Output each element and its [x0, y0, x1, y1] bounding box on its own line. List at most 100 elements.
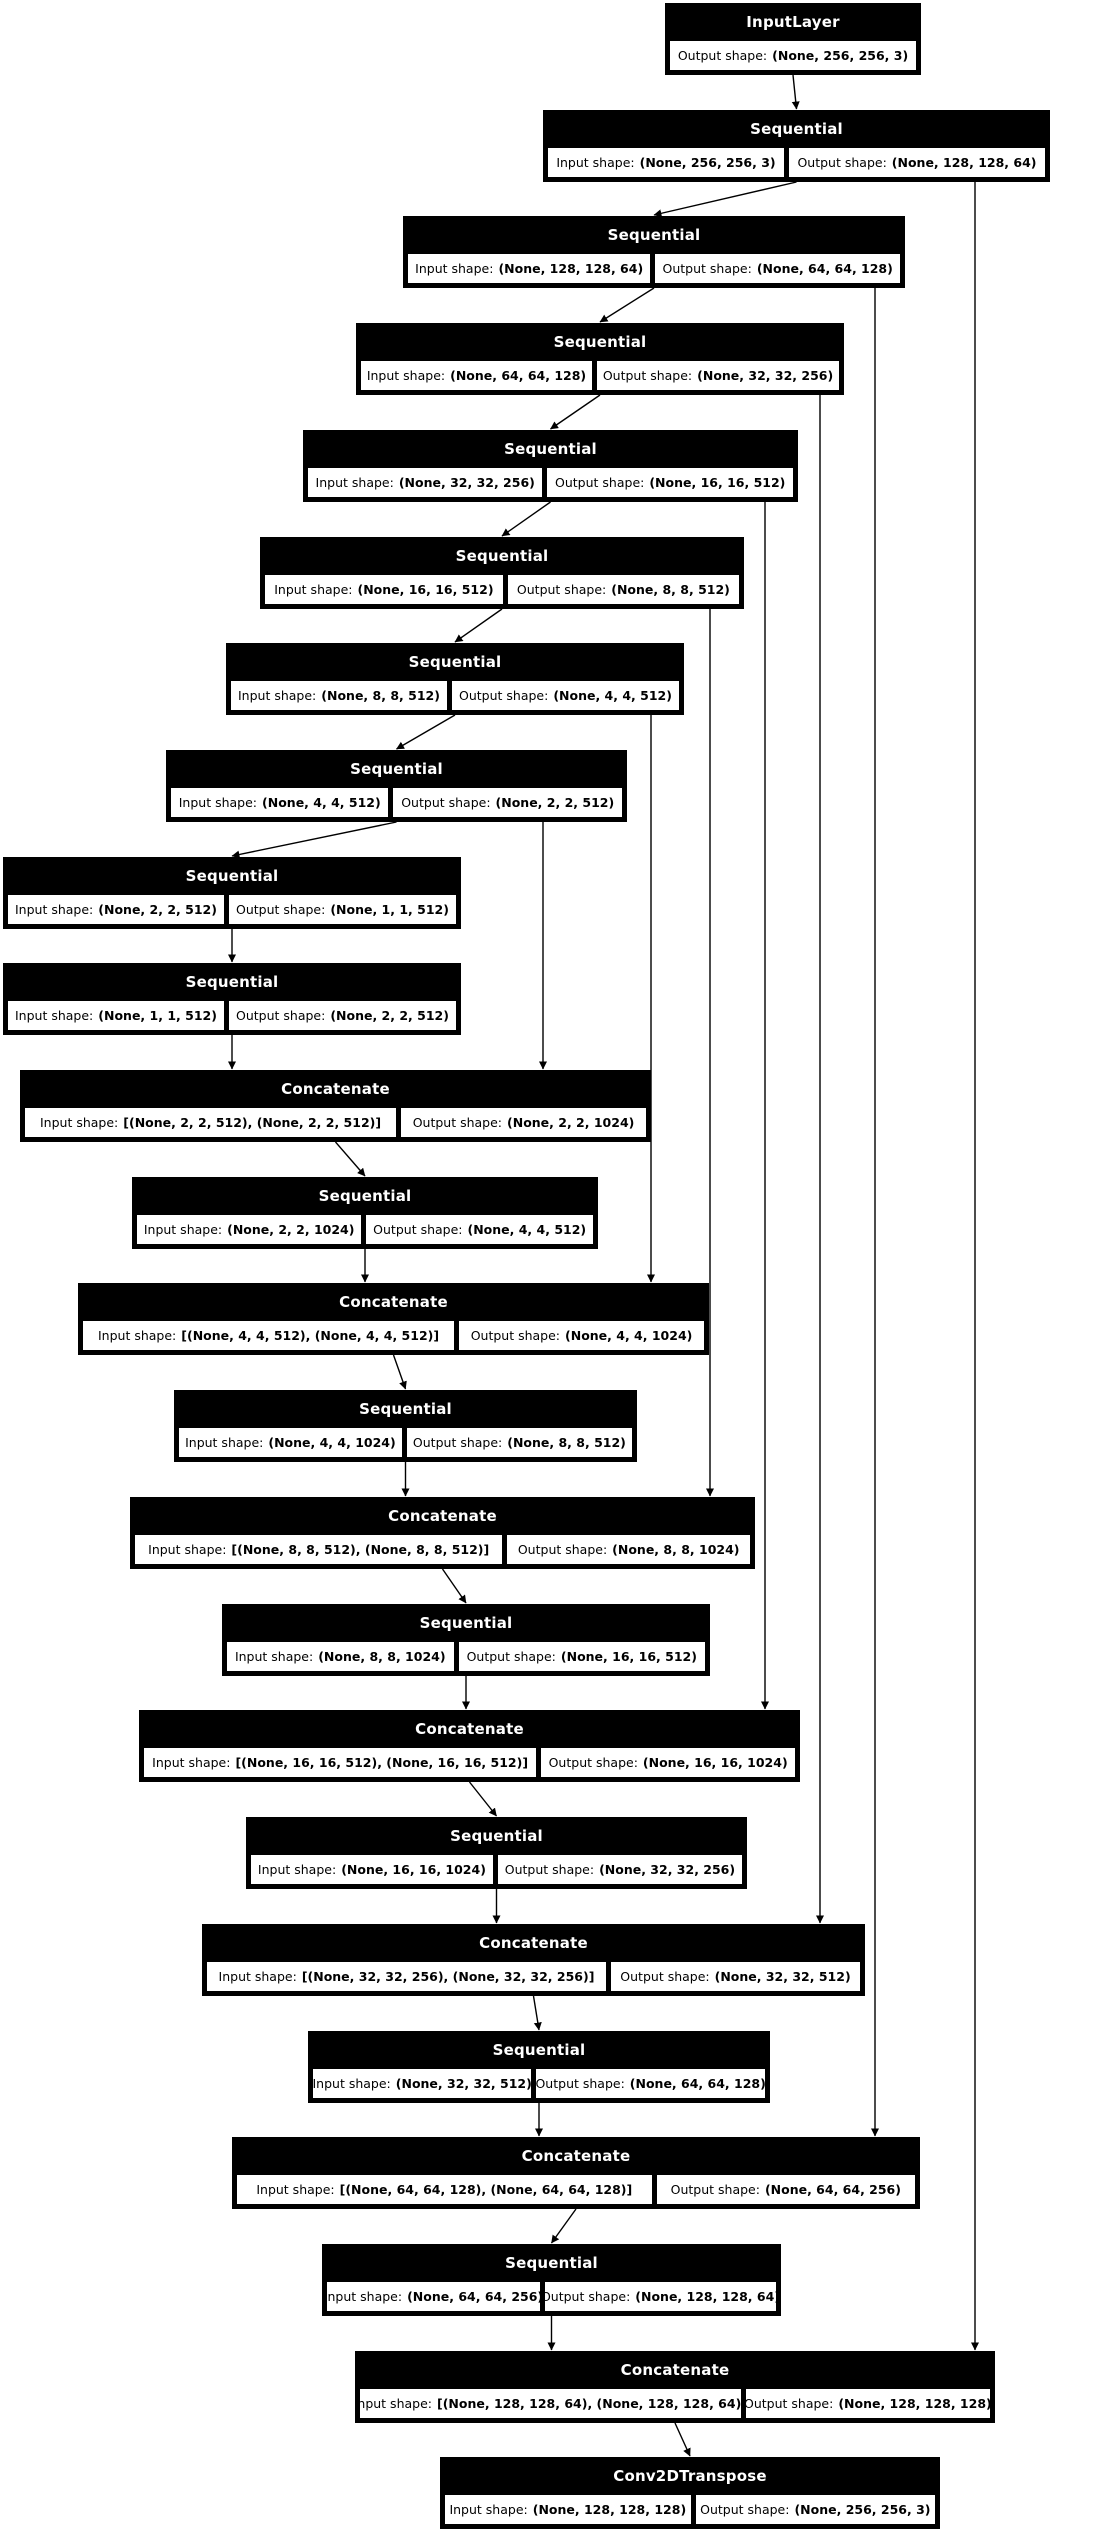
edge-main	[231, 821, 397, 859]
layer-type-label: Concatenate	[620, 2361, 730, 2379]
input-shape-cell: Input shape:(None, 128, 128, 64)	[407, 253, 652, 284]
edge-main	[392, 1354, 407, 1390]
layer-type-label: Sequential	[750, 120, 843, 138]
shape-cells: Input shape:[(None, 2, 2, 512), (None, 2…	[21, 1107, 650, 1141]
input-shape-value: (None, 2, 2, 1024)	[227, 1222, 355, 1237]
edge-main	[791, 74, 800, 110]
output-shape-prefix: Output shape:	[458, 688, 549, 703]
input-shape-prefix: Input shape:	[152, 1755, 231, 1770]
layer-type-label: Sequential	[318, 1187, 412, 1205]
edge-main	[653, 181, 797, 218]
output-shape-cell: Output shape:(None, 2, 2, 512)	[227, 1000, 457, 1031]
layer-type-label: Sequential	[504, 440, 597, 458]
input-shape-value: (None, 4, 4, 1024)	[268, 1435, 396, 1450]
shape-cells: Input shape:(None, 64, 64, 256)Output sh…	[323, 2281, 780, 2315]
output-shape-prefix: Output shape:	[602, 368, 693, 383]
output-shape-value: (None, 128, 128, 64)	[891, 155, 1037, 170]
shape-cells: Input shape:(None, 4, 4, 512)Output shap…	[167, 787, 626, 821]
input-shape-value: (None, 16, 16, 512)	[357, 582, 494, 597]
output-shape-prefix: Output shape:	[677, 48, 768, 63]
output-shape-cell: Output shape:(None, 32, 32, 256)	[496, 1854, 744, 1885]
shape-cells: Input shape:(None, 8, 8, 512)Output shap…	[227, 680, 683, 714]
output-shape-prefix: Output shape:	[470, 1328, 561, 1343]
output-shape-cell: Output shape: (None, 4, 4, 512)	[450, 680, 680, 711]
shape-cells: Input shape:(None, 128, 128, 64)Output s…	[404, 253, 904, 287]
input-shape-value: (None, 2, 2, 512)	[98, 902, 217, 917]
input-shape-value: (None, 32, 32, 256)	[398, 475, 535, 490]
shape-cells: Input shape:[(None, 128, 128, 64), (None…	[356, 2388, 994, 2422]
input-shape-cell: Input shape:[(None, 32, 32, 256), (None,…	[206, 1961, 607, 1992]
input-shape-value: (None, 128, 128, 128)	[532, 2502, 687, 2517]
output-shape-cell: Output shape:(None, 8, 8, 1024)	[506, 1534, 751, 1565]
input-shape-value: [(None, 4, 4, 512), (None, 4, 4, 512)]	[181, 1328, 440, 1343]
output-shape-prefix: Output shape:	[373, 1222, 463, 1237]
output-shape-prefix: Output shape:	[517, 1542, 608, 1557]
output-shape-prefix: Output shape:	[555, 475, 645, 490]
output-shape-cell: Output shape:(None, 256, 256, 3)	[694, 2494, 936, 2525]
edge-main	[599, 287, 655, 323]
input-shape-value: (None, 4, 4, 512)	[262, 795, 381, 810]
layer-type-label: Sequential	[419, 1614, 513, 1632]
input-shape-cell: Input shape:[(None, 2, 2, 512), (None, 2…	[24, 1107, 398, 1138]
layer-type-label: Sequential	[450, 1827, 543, 1845]
layer-type-label: InputLayer	[746, 13, 840, 31]
input-shape-value: [(None, 2, 2, 512), (None, 2, 2, 512)]	[123, 1115, 382, 1130]
output-shape-value: (None, 4, 4, 512)	[553, 688, 672, 703]
shape-cells: Input shape:(None, 256, 256, 3) Output sh…	[544, 147, 1049, 181]
output-shape-prefix: Output shape:	[466, 1649, 556, 1664]
input-shape-cell: Input shape:(None, 16, 16, 1024)	[250, 1854, 494, 1885]
shape-cells: Input shape:(None, 2, 2, 1024) Output sha…	[133, 1214, 597, 1248]
output-shape-prefix: Output shape:	[662, 261, 752, 276]
shape-cells: Input shape:(None, 32, 32, 256) Output sh…	[304, 467, 797, 501]
layer-type-label: Concatenate	[339, 1293, 448, 1311]
output-shape-prefix: Output shape:	[235, 902, 326, 917]
layer-type-label: Concatenate	[415, 1720, 524, 1738]
output-shape-value: (None, 2, 2, 512)	[495, 795, 615, 810]
input-shape-cell: Input shape: (None, 128, 128, 128)	[444, 2494, 692, 2525]
shape-cells: Input shape: (None, 2, 2, 512) Output shap…	[4, 894, 460, 928]
output-shape-value: (None, 4, 4, 1024)	[565, 1328, 693, 1343]
output-shape-cell: Output shape:(None, 1, 1, 512)	[227, 894, 457, 925]
input-shape-prefix: Input shape:	[274, 582, 353, 597]
output-shape-value: (None, 128, 128, 64)	[635, 2289, 777, 2304]
output-shape-prefix: Output shape:	[700, 2502, 790, 2517]
edge-main	[468, 1781, 498, 1817]
output-shape-prefix: Output shape:	[235, 1008, 326, 1023]
input-shape-cell: Input shape:(None, 256, 256, 3)	[547, 147, 785, 178]
input-shape-cell: Input shape:(None, 1, 1, 512)	[7, 1000, 225, 1031]
input-shape-cell: Input shape:(None, 32, 32, 256)	[307, 467, 544, 498]
output-shape-cell: Output shape:(None, 64, 64, 256)	[655, 2174, 916, 2205]
output-shape-prefix: Output shape:	[670, 2182, 760, 2197]
input-shape-prefix: Input shape:	[218, 1969, 297, 1984]
input-shape-prefix: Input shape:	[15, 902, 94, 917]
edge-main	[334, 1141, 366, 1177]
layer-type-label: Sequential	[185, 973, 279, 991]
shape-cells: Input shape:(None, 64, 64, 128)Output sh…	[357, 360, 843, 394]
input-shape-cell: Input shape:[(None, 4, 4, 512), (None, 4…	[82, 1320, 456, 1351]
input-shape-cell: Input shape: (None, 2, 2, 512)	[7, 894, 225, 925]
layer-type-label: Sequential	[408, 653, 502, 671]
input-shape-value: (None, 128, 128, 64)	[498, 261, 644, 276]
input-shape-cell: Input shape:[(None, 128, 128, 64), (None…	[359, 2388, 742, 2419]
shape-cells: Input shape:(None, 1, 1, 512)Output shap…	[4, 1000, 460, 1034]
shape-cells: Output shape: (None, 256, 256, 3)	[666, 40, 920, 74]
output-shape-value: (None, 256, 256, 3)	[772, 48, 909, 63]
layer-type-label: Concatenate	[281, 1080, 390, 1098]
output-shape-prefix: Output shape:	[797, 155, 887, 170]
edge-main	[550, 394, 601, 430]
shape-cells: Input shape:[(None, 64, 64, 128), (None,…	[233, 2174, 919, 2208]
input-shape-prefix: Input shape:	[449, 2502, 528, 2517]
output-shape-value: (None, 8, 8, 512)	[507, 1435, 626, 1450]
output-shape-cell: Output shape:(None, 64, 64, 128)	[654, 253, 902, 284]
output-shape-cell: Output shape:(None, 16, 16, 1024)	[540, 1747, 796, 1778]
edge-main	[454, 608, 503, 643]
input-shape-cell: Input shape:(None, 2, 2, 1024)	[136, 1214, 363, 1245]
